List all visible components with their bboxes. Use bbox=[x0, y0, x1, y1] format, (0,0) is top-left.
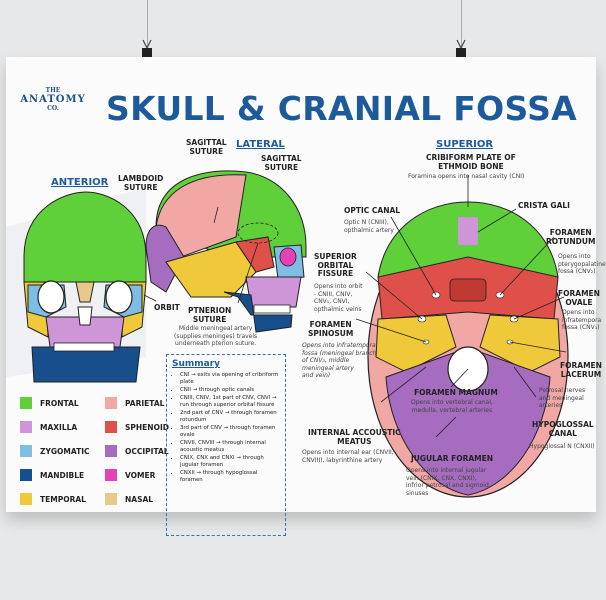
brand-logo: THE ANATOMY CO. bbox=[18, 87, 88, 112]
label-foramen-ovale: FORAMEN OVALE bbox=[558, 289, 600, 307]
anterior-skull-illustration bbox=[23, 191, 157, 383]
lateral-skull-illustration bbox=[145, 170, 307, 333]
desc-foramen-ovale: Opens into infratempora fossa (CNV₃) bbox=[562, 309, 602, 331]
summary-item: CNVII, CNVIII → through internal acousti… bbox=[180, 440, 280, 454]
legend-item-parietal: PARIETAL bbox=[105, 397, 164, 409]
label-foramen-rotundum: FORAMEN ROTUNDUM bbox=[546, 228, 596, 246]
label-sagittal-suture-1: SAGITTAL SUTURE bbox=[186, 138, 227, 156]
swatch-parietal bbox=[105, 397, 117, 409]
swatch-nasal bbox=[105, 493, 117, 505]
legend-item-nasal: NASAL bbox=[105, 493, 153, 505]
anatomy-poster: THE ANATOMY CO. SKULL & CRANIAL FOSSA AN… bbox=[6, 57, 606, 536]
label-jugular-foramen: JUGULAR FORAMEN bbox=[411, 454, 494, 463]
poster-title: SKULL & CRANIAL FOSSA bbox=[106, 89, 577, 128]
summary-item: 3rd part of CNV → through foramen ovale bbox=[180, 425, 280, 439]
label-orbit: ORBIT bbox=[154, 303, 180, 312]
label-cribriform-plate: CRIBIFORM PLATE OF ETHMOID BONE bbox=[426, 153, 516, 171]
desc-foramen-magnum: Opens into vertebral canal, medulla, ver… bbox=[411, 399, 493, 414]
section-anterior: ANTERIOR bbox=[51, 177, 109, 188]
hanging-wire-left bbox=[147, 0, 148, 48]
brand-co: CO. bbox=[47, 105, 59, 112]
swatch-zygomatic bbox=[20, 445, 32, 457]
swatch-occipital bbox=[105, 445, 117, 457]
legend-item-temporal: TEMPORAL bbox=[20, 493, 86, 505]
desc-internal-acoustic-meatus: Opens into internal ear (CNVII, CNVIII),… bbox=[302, 449, 394, 464]
summary-item: CNIX, CNX and CNXI → through jugular for… bbox=[180, 455, 280, 469]
desc-superior-orbital-fissure: Opens into orbit - CNIII, CNIV, CNV₁, CN… bbox=[314, 283, 363, 313]
desc-hypoglossal-canal: Hypoglossal N (CNXII) bbox=[529, 443, 595, 450]
legend-item-zygomatic: ZYGOMATIC bbox=[20, 445, 90, 457]
superior-cranial-fossa-illustration bbox=[355, 175, 569, 498]
desc-pterion: Middle meningeal artery (supplies mening… bbox=[174, 325, 258, 347]
legend-item-mandible: MANDIBLE bbox=[20, 469, 84, 481]
summary-title: Summary bbox=[172, 359, 221, 369]
label-lambdoid-suture: LAMBDOID SUTURE bbox=[118, 174, 164, 192]
section-superior: SUPERIOR bbox=[436, 139, 494, 150]
summary-item: CNII → through optic canals bbox=[180, 387, 280, 394]
label-sagittal-suture-2: SAGITTAL SUTURE bbox=[261, 154, 302, 172]
legend-item-occipital: OCCIPITAL bbox=[105, 445, 169, 457]
desc-cribriform-plate: Foramina opens into nasal cavity (CNI) bbox=[408, 173, 525, 180]
desc-jugular-foramen: Opens into internal jugular vein (CNIX, … bbox=[406, 467, 489, 497]
skull-illustrations bbox=[6, 170, 569, 498]
swatch-mandible bbox=[20, 469, 32, 481]
summary-item: 2nd part of CNV → through foramen rotund… bbox=[180, 410, 280, 424]
legend-item-frontal: FRONTAL bbox=[20, 397, 79, 409]
desc-optic-canal: Optic N (CNIII), opthalmic artery bbox=[344, 219, 394, 234]
label-superior-orbital-fissure: SUPERIOR ORBITAL FISSURE bbox=[314, 252, 357, 279]
legend-item-vomer: VOMER bbox=[105, 469, 155, 481]
section-lateral: LATERAL bbox=[236, 139, 285, 150]
label-hypoglossal-canal: HYPOGLOSSAL CANAL bbox=[532, 420, 594, 438]
desc-foramen-spinosum: Opens into infratemporal fossa (meningea… bbox=[302, 342, 378, 379]
summary-item: CNIII, CNIV, 1st part of CNV, CNVI → run… bbox=[180, 395, 280, 409]
label-foramen-lacerum: FORAMEN LACERUM bbox=[560, 361, 602, 379]
legend-item-sphenoid: SPHENOID bbox=[105, 421, 169, 433]
brand-the: THE bbox=[45, 87, 61, 94]
label-pterion-suture: PTNERION SUTURE bbox=[188, 306, 232, 324]
label-foramen-spinosum: FORAMEN SPINOSUM bbox=[308, 320, 354, 338]
binder-clip-right-icon bbox=[456, 39, 466, 61]
summary-item: CNXII → through hypoglossal foramen bbox=[180, 470, 280, 484]
brand-name: ANATOMY bbox=[20, 94, 86, 105]
desc-foramen-lacerum: Petrosal nerves and meningeal arteries bbox=[539, 387, 586, 409]
hanging-wire-right bbox=[461, 0, 462, 48]
swatch-maxilla bbox=[20, 421, 32, 433]
label-crista-gali: CRISTA GALI bbox=[518, 201, 570, 210]
swatch-vomer bbox=[105, 469, 117, 481]
desc-foramen-rotundum: Opens into pterygopalatine fossa (CNV₂) bbox=[558, 253, 606, 275]
swatch-temporal bbox=[20, 493, 32, 505]
summary-box: Summary CNI → exits via opening of cribr… bbox=[166, 354, 286, 536]
swatch-frontal bbox=[20, 397, 32, 409]
label-internal-acoustic-meatus: INTERNAL ACCOUSTIC MEATUS bbox=[308, 428, 401, 446]
binder-clip-left-icon bbox=[142, 39, 152, 61]
summary-item: CNI → exits via opening of cribriform pl… bbox=[180, 372, 280, 386]
legend-item-maxilla: MAXILLA bbox=[20, 421, 77, 433]
swatch-sphenoid bbox=[105, 421, 117, 433]
summary-list: CNI → exits via opening of cribriform pl… bbox=[172, 372, 280, 484]
label-optic-canal: OPTIC CANAL bbox=[344, 206, 401, 215]
label-foramen-magnum: FORAMEN MAGNUM bbox=[414, 388, 498, 397]
